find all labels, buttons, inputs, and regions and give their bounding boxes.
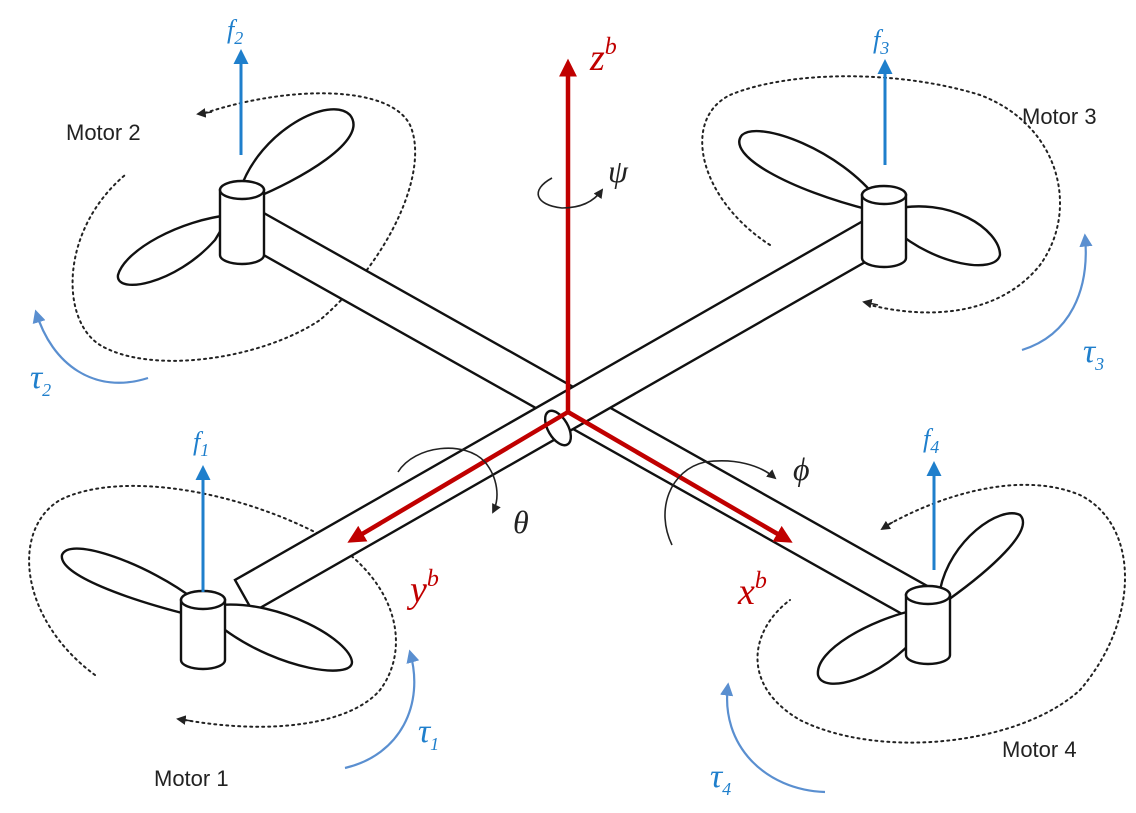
roll-arrow <box>664 460 777 546</box>
motor2-label: Motor 2 <box>66 120 141 145</box>
yaw-label: ψ <box>608 153 629 189</box>
motor2-force-label: f2 <box>227 15 243 48</box>
motor3-torque-label: τ3 <box>1083 333 1104 374</box>
motor3-hub-top <box>860 184 908 206</box>
motor3-hub <box>860 193 908 269</box>
motor-1 <box>60 547 354 672</box>
motor1-blade-right <box>218 603 354 672</box>
motor4-blade-upper <box>938 512 1024 602</box>
motor3-blade-right <box>888 205 1002 267</box>
motor1-rotation-arrowhead <box>176 715 193 725</box>
motor4-torque-label: τ4 <box>710 758 731 799</box>
pitch-arrow <box>397 447 501 514</box>
motor3-blade-upper <box>738 130 880 212</box>
rotation-paths <box>28 75 1126 744</box>
motor1-label: Motor 1 <box>154 766 229 791</box>
angle-arrows <box>397 177 777 546</box>
motor2-hub-top <box>218 179 266 201</box>
motor3-label: Motor 3 <box>1022 104 1097 129</box>
labels: Motor 2 Motor 3 Motor 1 Motor 4 f2 f3 f1… <box>30 15 1104 799</box>
motor2-dotted-rotation <box>71 92 417 362</box>
motor1-hub <box>179 598 227 671</box>
motor1-blade-left <box>60 547 197 617</box>
motor3-rotation-arrowhead <box>862 298 879 309</box>
motor3-dotted-rotation <box>701 75 1061 314</box>
motor4-hub <box>904 593 952 666</box>
motor4-force-label: f4 <box>923 424 939 457</box>
motor3-torque-arrow <box>1021 233 1093 352</box>
motor2-torque-arrow <box>32 309 149 384</box>
motor2-blade-upper <box>238 108 355 202</box>
motor4-hub-top <box>904 584 952 606</box>
motor4-dotted-rotation <box>756 483 1126 744</box>
motor4-rotation-arrowhead <box>880 520 894 531</box>
z-axis-label: zb <box>589 34 617 79</box>
y-axis-label: yb <box>406 566 439 611</box>
motor4-label: Motor 4 <box>1002 737 1077 762</box>
motor2-rotation-arrowhead <box>196 108 213 118</box>
motor4-blade-lower <box>816 608 920 685</box>
pitch-label: θ <box>513 504 529 540</box>
motor2-hub <box>218 188 266 266</box>
motor1-torque-arrow <box>344 649 420 770</box>
motor2-blade-lower <box>116 213 233 287</box>
roll-label: ϕ <box>793 451 810 487</box>
motor-3 <box>738 130 1002 269</box>
motor-2 <box>116 108 355 287</box>
yaw-arrow <box>537 177 604 209</box>
y-axis-arrow <box>347 410 570 543</box>
rotation-arrows <box>176 108 894 725</box>
motor1-torque-label: τ1 <box>418 713 439 754</box>
thrust-arrows <box>195 49 942 592</box>
motor1-force-label: f1 <box>193 427 209 460</box>
motor-4 <box>816 512 1024 685</box>
x-axis-arrow <box>566 410 793 543</box>
motor2-torque-label: τ2 <box>30 359 51 400</box>
frame-arms <box>233 210 947 630</box>
motor3-force-label: f3 <box>873 25 889 58</box>
motor1-dotted-rotation <box>28 484 397 728</box>
x-axis-label: xb <box>737 568 767 613</box>
body-axes <box>347 58 793 543</box>
motor1-hub-top <box>179 589 227 611</box>
torque-arrows <box>32 233 1093 794</box>
motor4-torque-arrow <box>720 682 826 794</box>
